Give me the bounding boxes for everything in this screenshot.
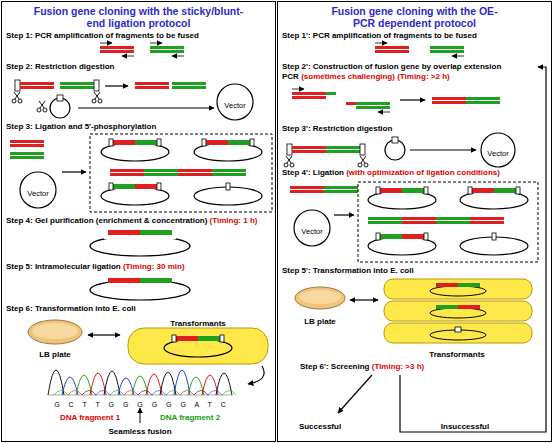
- fragment-label: DNA fragment 2: [160, 413, 220, 422]
- step-text: Step 1: PCR amplification of fragments t…: [6, 31, 199, 40]
- vector-label: Vector: [487, 149, 508, 158]
- outcome-label: Insuccessful: [441, 422, 489, 431]
- label-holder: Vector: [224, 98, 245, 111]
- step-text: (Timing: >2 h): [397, 72, 450, 81]
- step-text: Step 3: Ligation and 5'-phosphorylation: [6, 122, 156, 131]
- fusion-label: Seamless fusion: [108, 427, 171, 436]
- step-text: Step 5: Intramolecular ligation: [6, 262, 121, 271]
- label-holder: DNA fragment 2: [160, 410, 220, 423]
- label-holder: Insuccessful: [441, 419, 489, 432]
- transformants-label: Transformants: [170, 319, 226, 328]
- plate-label: LB plate: [304, 317, 336, 326]
- step-line: Step 3: Ligation and 5'-phosphorylation: [6, 122, 272, 132]
- label-holder: LB plate: [304, 314, 336, 327]
- step-line: Step 2': Construction of fusion gene by …: [282, 62, 532, 82]
- step-text: Step 4': Ligation: [282, 168, 344, 177]
- step-line: Step 5: Intramolecular ligation(Timing: …: [6, 262, 272, 272]
- label-holder: DNA fragment 1: [60, 410, 120, 423]
- step-text: (sometimes challenging): [301, 72, 395, 81]
- vector-label: Vector: [224, 101, 245, 110]
- step-line: Step 1': PCR amplification of fragments …: [282, 31, 536, 41]
- step-text: Step 6: Transformation into E. coli: [6, 304, 136, 313]
- step-line: Step 6: Transformation into E. coli: [6, 304, 272, 314]
- sequence-letters: G C T T G G G G G G A T C: [54, 401, 226, 408]
- panel-title: Fusion gene cloning with the OE-PCR depe…: [322, 5, 507, 29]
- outcome-label: Successful: [299, 422, 341, 431]
- step-line: Step 2: Restriction digestion: [6, 62, 272, 72]
- step-text: (Timing: 30 min): [123, 262, 185, 271]
- step-text: Step 1': PCR amplification of fragments …: [282, 31, 477, 40]
- label-holder: Transformants: [170, 316, 226, 329]
- label-holder: Seamless fusion: [108, 424, 171, 437]
- fragment-label: DNA fragment 1: [60, 413, 120, 422]
- step-text: Step 3': Restriction digestion: [282, 124, 392, 133]
- step-text: Step 4: Gel purification (enrichment & c…: [6, 216, 207, 225]
- step-text: (Timing: >3 h): [372, 362, 425, 371]
- label-holder: Successful: [299, 419, 341, 432]
- step-text: (with optimization of ligation condition…: [346, 168, 500, 177]
- vector-label: Vector: [27, 189, 48, 198]
- label-holder: Vector: [487, 146, 508, 159]
- label-holder: LB plate: [39, 347, 71, 360]
- step-text: Step 6': Screening: [300, 362, 369, 371]
- vector-label: Vector: [301, 227, 322, 236]
- label-holder: Transformants: [429, 347, 485, 360]
- step-line: Step 5': Transformation into E. coli: [282, 266, 536, 276]
- label-holder: Vector: [301, 224, 322, 237]
- step-line: Step 1: PCR amplification of fragments t…: [6, 31, 272, 41]
- transformants-label: Transformants: [429, 350, 485, 359]
- step-text: Step 5': Transformation into E. coli: [282, 266, 414, 275]
- panel-title: Fusion gene cloning with the sticky/blun…: [31, 5, 246, 29]
- plate-label: LB plate: [39, 350, 71, 359]
- step-line: Step 6': Screening(Timing: >3 h): [300, 362, 536, 372]
- label-holder: Vector: [27, 186, 48, 199]
- step-line: Step 4: Gel purification (enrichment & c…: [6, 216, 272, 226]
- step-line: Step 3': Restriction digestion: [282, 124, 536, 134]
- step-text: Step 2: Restriction digestion: [6, 62, 114, 71]
- label-holder: G C T T G G G G G G A T C: [54, 397, 226, 410]
- step-line: Step 4': Ligation(with optimization of l…: [282, 168, 536, 178]
- step-text: (Timing: 1 h): [210, 216, 258, 225]
